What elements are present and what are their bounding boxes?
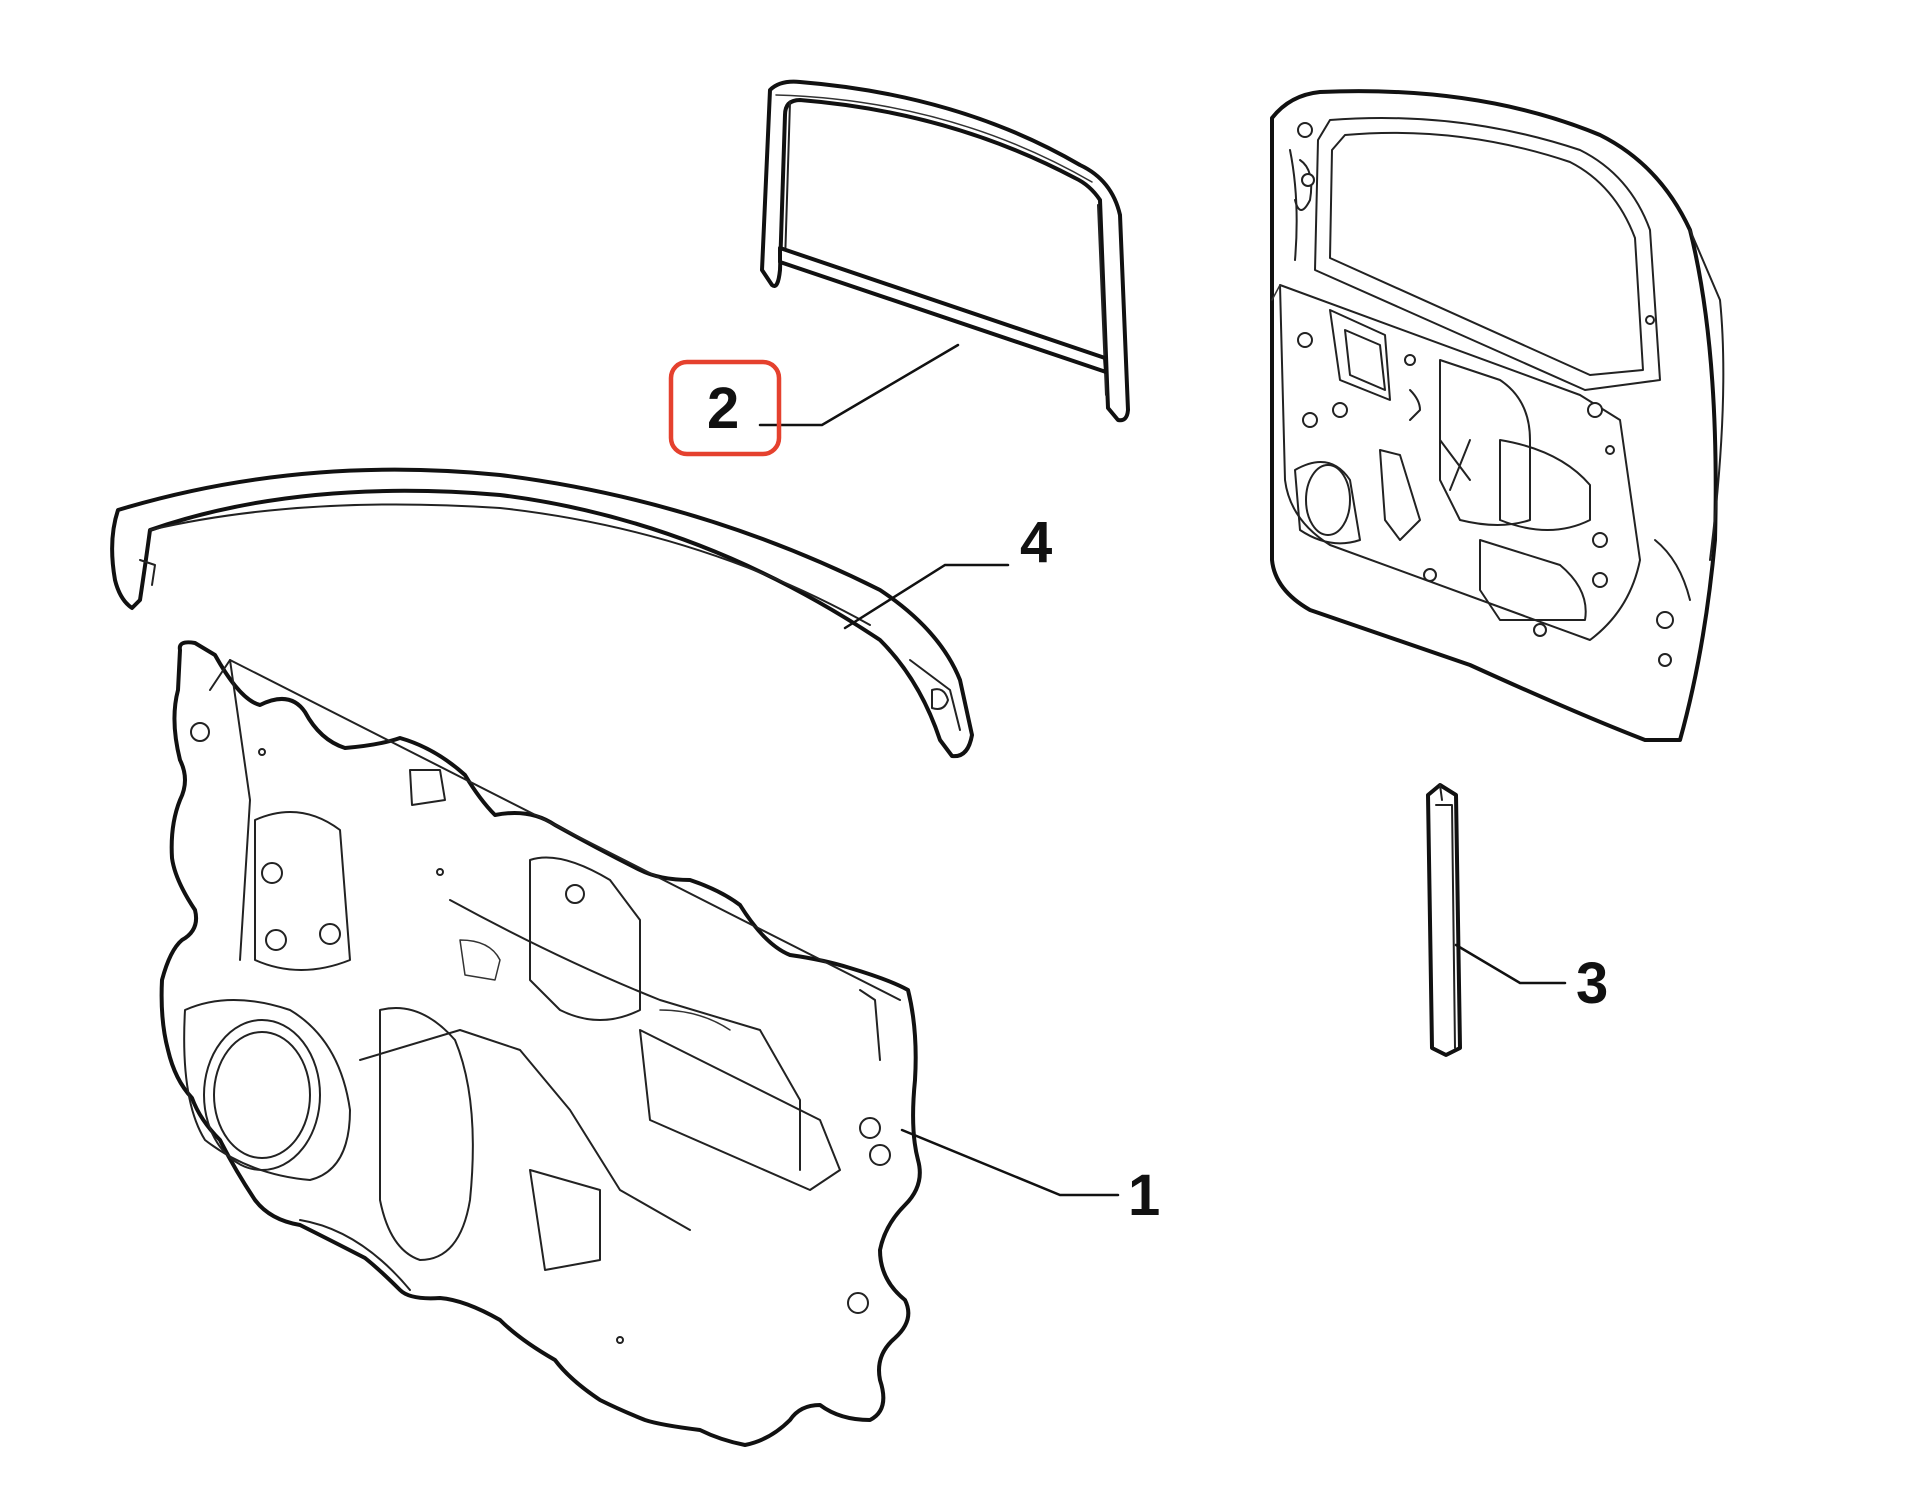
callout-label-4: 4 <box>1020 510 1052 575</box>
leader-line-4 <box>843 563 1010 630</box>
leader-line-2 <box>758 343 960 427</box>
window-frame-seal[interactable] <box>760 79 1130 423</box>
callout-4[interactable]: 4 <box>1020 510 1052 575</box>
highlight-box <box>668 359 782 457</box>
callout-3[interactable]: 3 <box>1576 951 1608 1016</box>
callout-label-2: 2 <box>707 376 739 441</box>
door-shell <box>1270 89 1725 742</box>
leader-line-3 <box>1454 943 1567 985</box>
callout-label-3: 3 <box>1576 951 1608 1016</box>
callout-2[interactable]: 2 <box>668 359 782 457</box>
vertical-channel-strip[interactable] <box>1426 783 1462 1057</box>
callout-1[interactable]: 1 <box>1128 1163 1160 1228</box>
callouts: 1 2 3 4 <box>668 359 1608 1228</box>
upper-arc-weatherstrip[interactable] <box>110 467 974 759</box>
callout-label-1: 1 <box>1128 1163 1160 1228</box>
door-trim-panel[interactable] <box>159 640 922 1447</box>
leader-line-1 <box>900 1128 1120 1197</box>
